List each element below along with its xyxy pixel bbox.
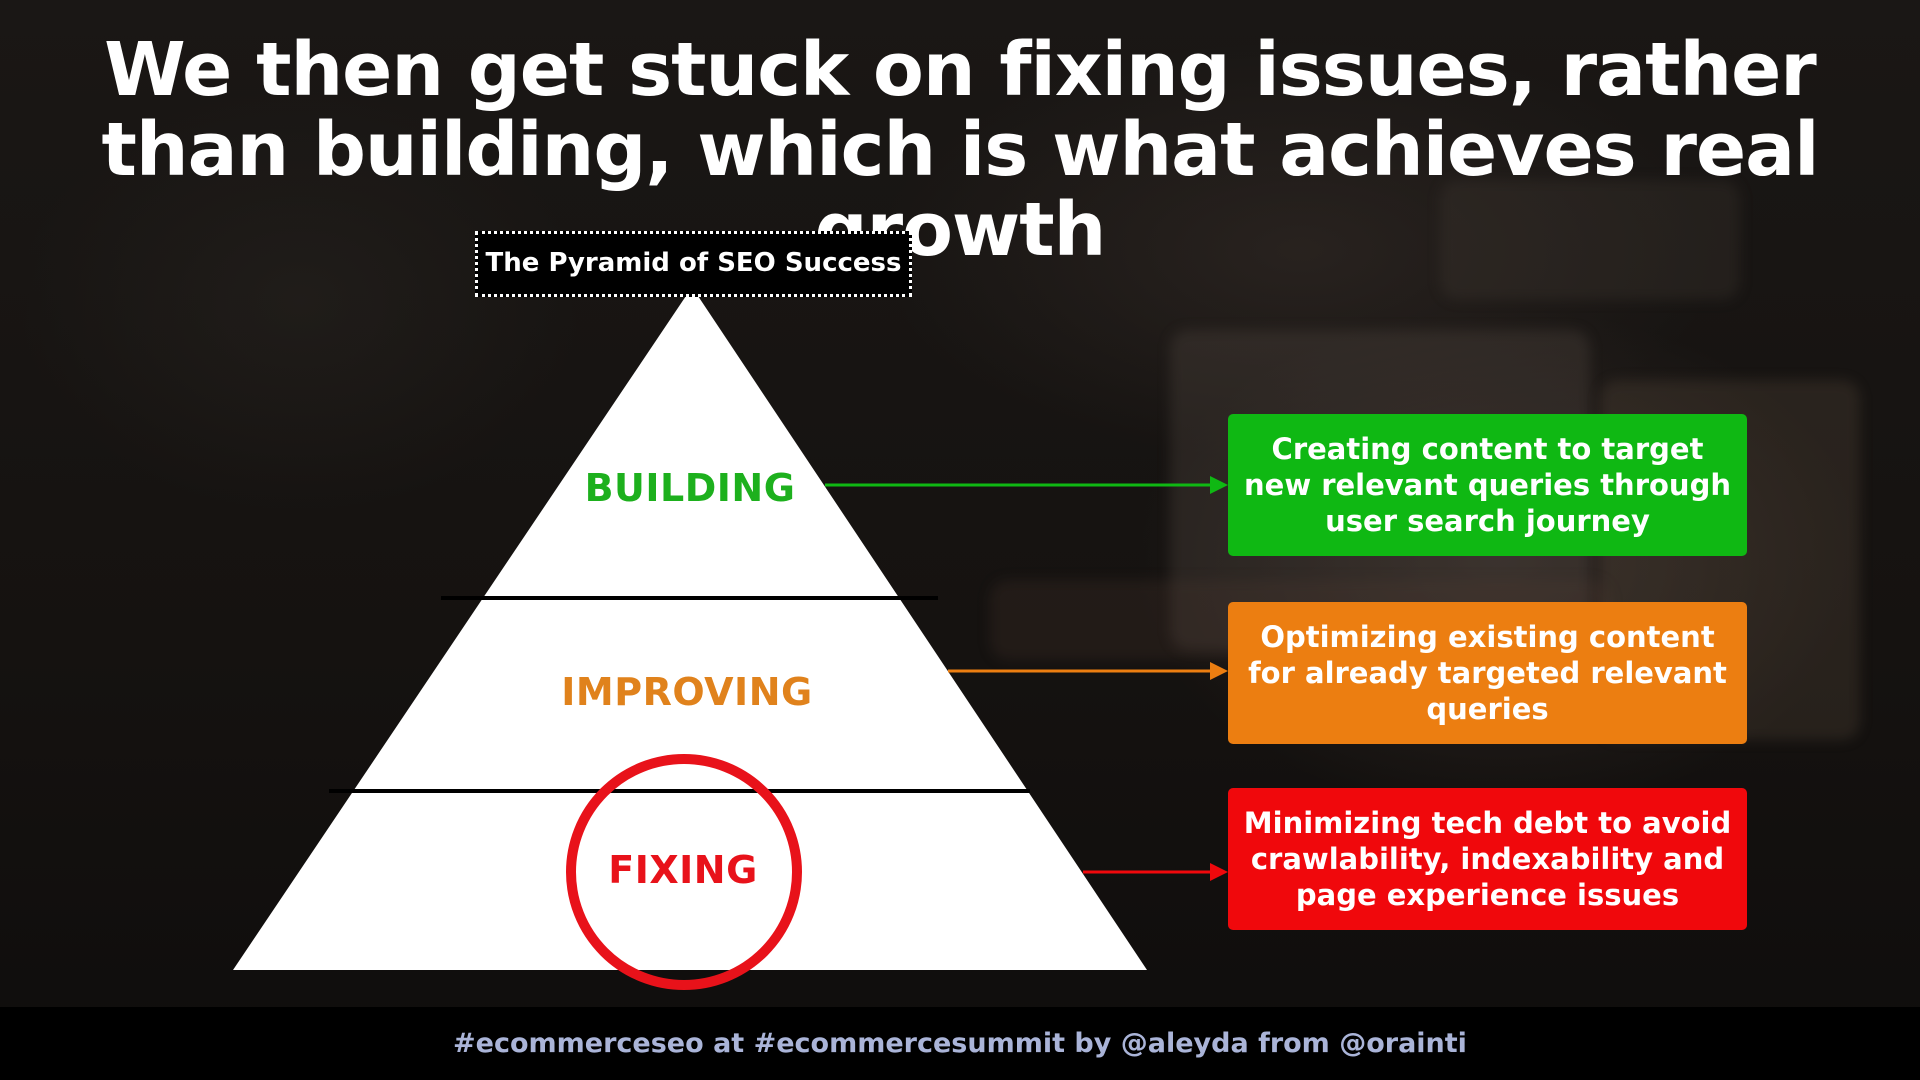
fixing-highlight-circle [566,754,802,990]
arrow-improving-head [1210,662,1228,680]
description-box-fixing: Minimizing tech debt to avoid crawlabili… [1228,788,1747,930]
arrow-fixing-head [1210,863,1228,881]
tier-label-fixing: FIXING [608,848,758,892]
arrow-building-head [1210,476,1228,494]
pyramid-title-label: The Pyramid of SEO Success [475,231,912,297]
pyramid-shape [233,287,1147,970]
tier-label-improving: IMPROVING [561,670,813,714]
tier-label-building: BUILDING [584,466,796,510]
description-box-improving: Optimizing existing content for already … [1228,602,1747,744]
background-photo-blur [1440,180,1740,300]
description-box-building: Creating content to target new relevant … [1228,414,1747,556]
footer-hashtags: #ecommerceseo at #ecommercesummit by @al… [0,1007,1920,1080]
slide-title: We then get stuck on fixing issues, rath… [101,27,1820,273]
